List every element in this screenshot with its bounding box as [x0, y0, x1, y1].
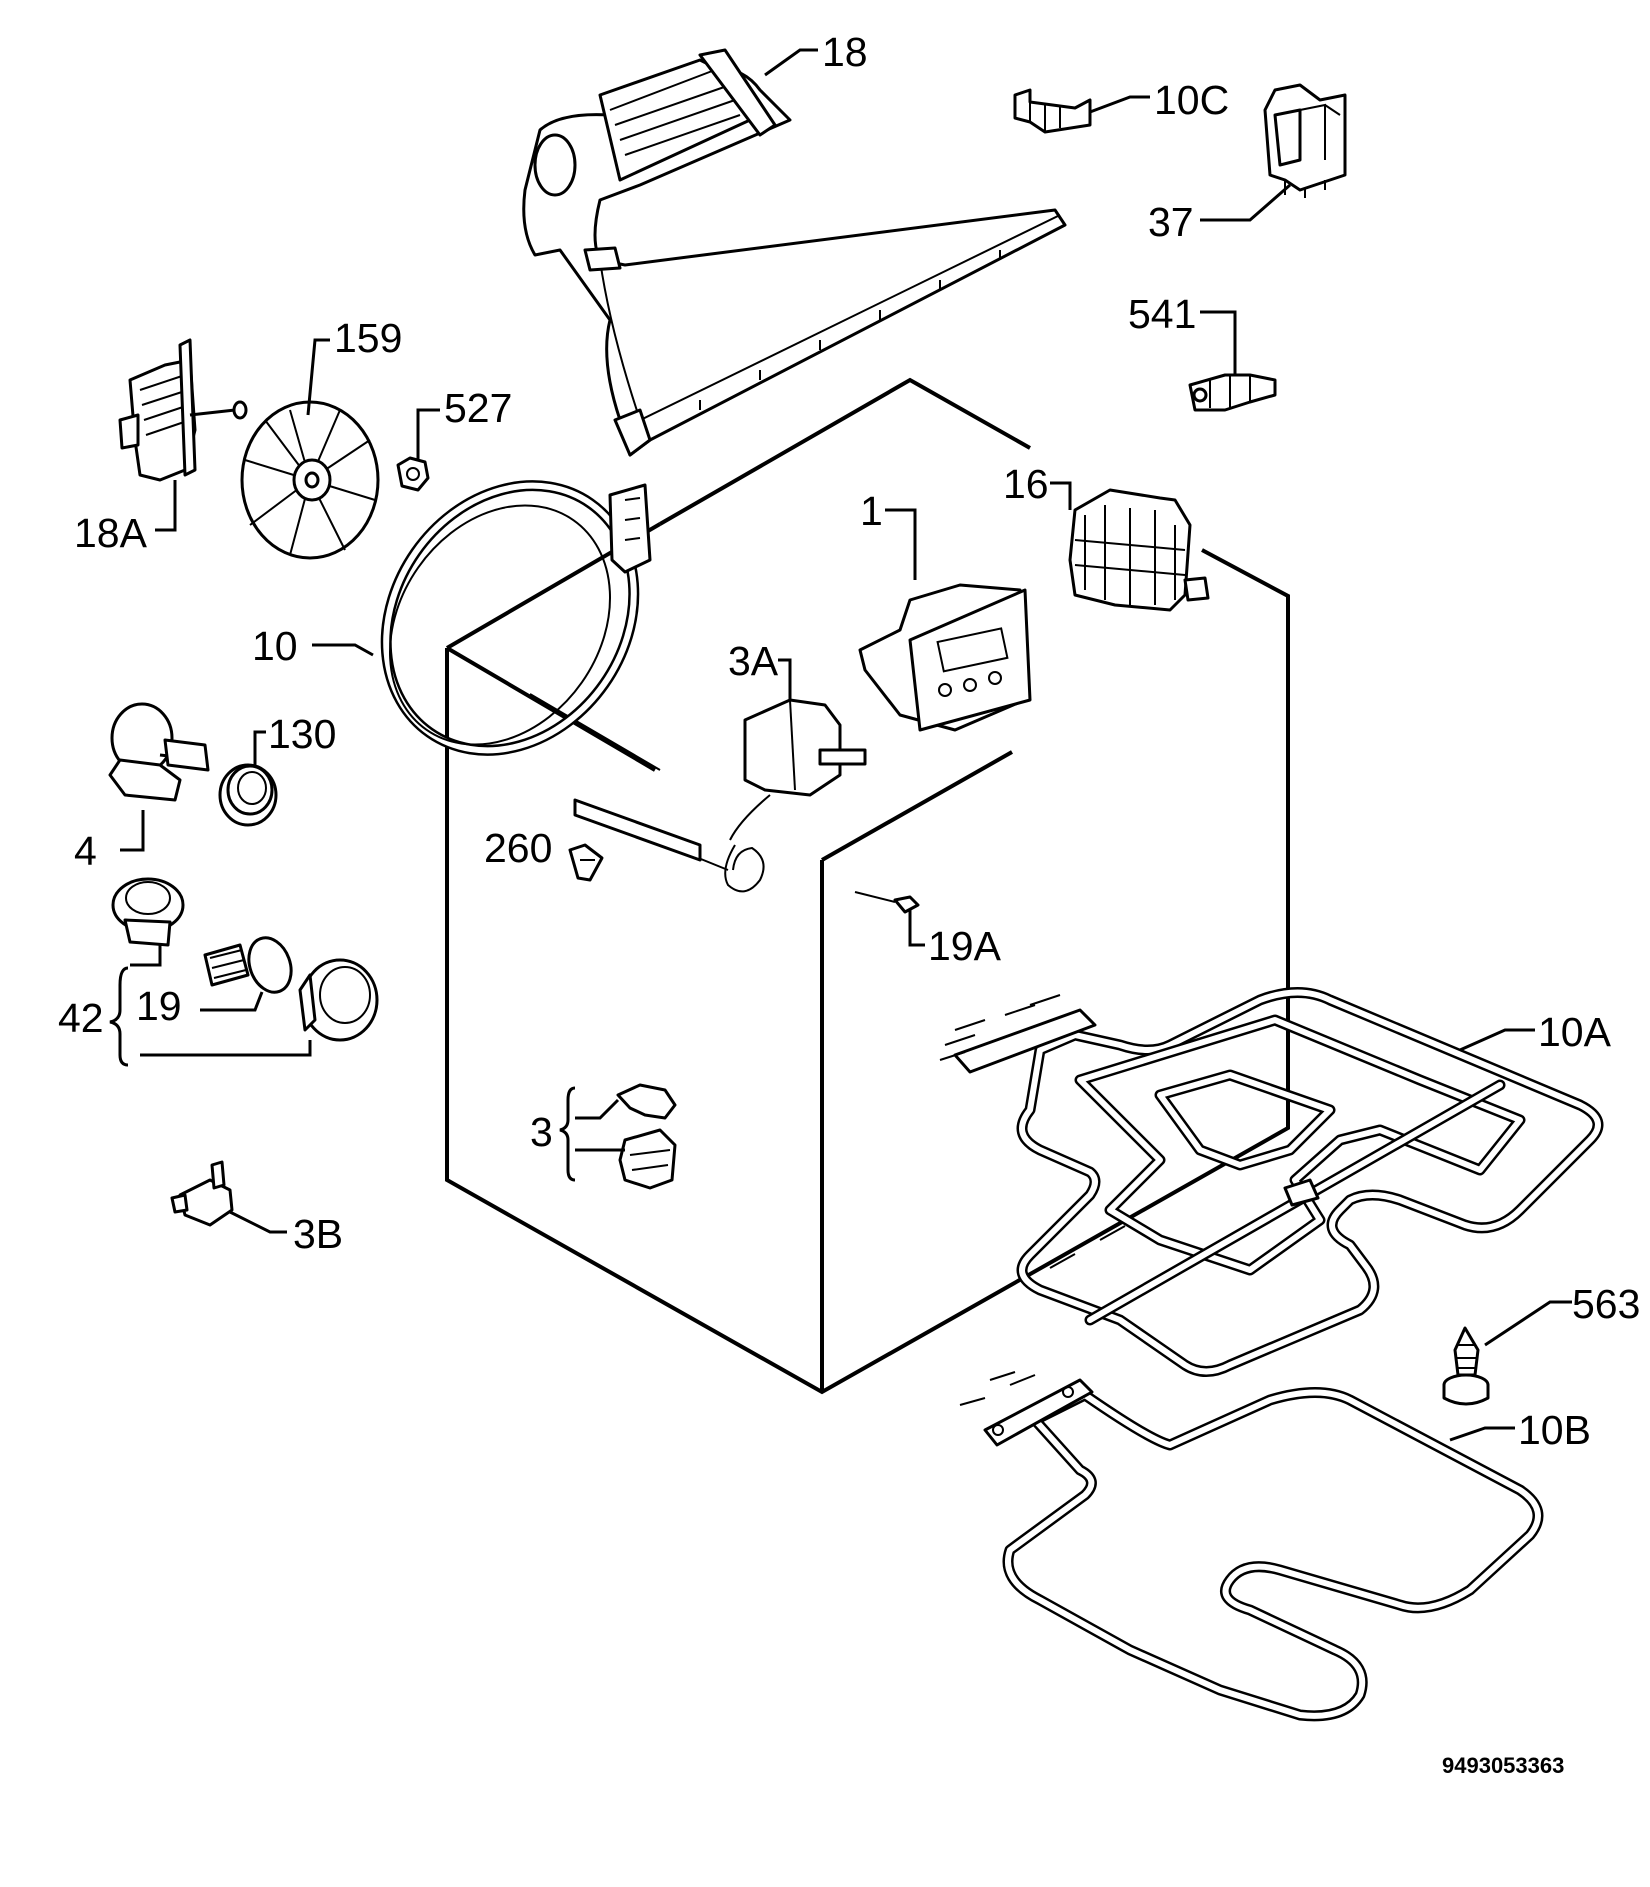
leader-16: [1050, 481, 1072, 510]
label-159: 159: [334, 315, 402, 361]
leader-10a: [1459, 1028, 1535, 1052]
cooling-duct-part-18: [522, 48, 1067, 457]
lamp-wire-part-19a: [854, 891, 920, 914]
leader-19a: [908, 910, 925, 947]
brace-3: [559, 1086, 576, 1182]
leader-10b: [1449, 1426, 1515, 1442]
leader-3b: [229, 1210, 287, 1234]
connector-part-3b: [170, 1160, 234, 1227]
label-3a: 3A: [728, 638, 779, 684]
grill-element-part-10a: [939, 987, 1604, 1377]
circular-element-part-10: [380, 480, 652, 756]
bracket-part-10c: [1013, 88, 1092, 134]
seal-part-130: [218, 763, 278, 827]
thermostat-part-3a: [573, 698, 867, 893]
motor-part-4: [108, 702, 210, 802]
leader-19: [200, 991, 264, 1012]
leader-527: [416, 408, 440, 460]
leader-10c: [1089, 95, 1150, 114]
fan-impeller-part-159: [240, 400, 380, 560]
lamp-bulb-part-19: [203, 936, 293, 994]
label-18a: 18A: [74, 510, 148, 556]
leader-10: [312, 643, 374, 657]
label-10a: 10A: [1538, 1009, 1612, 1055]
fan-motor-part-18a: [118, 338, 248, 482]
leader-159: [306, 338, 330, 416]
label-563: 563: [1572, 1281, 1640, 1327]
leader-563: [1484, 1300, 1572, 1347]
safety-thermostat-part-3: [616, 1083, 677, 1190]
leader-37: [1200, 183, 1291, 222]
leader-130: [253, 730, 266, 765]
switch-part-37: [1263, 83, 1347, 198]
label-3b: 3B: [293, 1211, 343, 1257]
label-10: 10: [252, 623, 298, 669]
leader-1: [885, 508, 917, 580]
leader-42-cover: [140, 1040, 312, 1057]
lamp-cover-part-42: [298, 958, 379, 1042]
label-3: 3: [530, 1109, 553, 1155]
label-4: 4: [74, 828, 97, 874]
leader-18: [764, 48, 818, 77]
drawing-code: 9493053363: [1442, 1753, 1564, 1778]
label-16: 16: [1003, 461, 1049, 507]
clip-part-260: [568, 843, 604, 882]
label-18: 18: [822, 29, 868, 75]
leader-4: [120, 810, 145, 852]
nut-part-527: [396, 456, 430, 492]
leader-42-holder: [130, 945, 162, 967]
leader-18a: [155, 480, 177, 532]
label-541: 541: [1128, 291, 1196, 337]
label-42: 42: [58, 995, 104, 1041]
label-1: 1: [860, 488, 883, 534]
label-10b: 10B: [1518, 1407, 1591, 1453]
lamp-holder-part-42: [111, 877, 185, 947]
terminal-part-541: [1188, 373, 1277, 412]
label-37: 37: [1148, 199, 1194, 245]
label-19: 19: [136, 983, 182, 1029]
foot-screw-part-563: [1442, 1326, 1490, 1406]
label-527: 527: [444, 385, 512, 431]
leader-3-top: [575, 1098, 620, 1120]
bottom-element-part-10b: [959, 1371, 1544, 1722]
leader-3a: [778, 658, 792, 700]
electronic-timer-part-1: [858, 583, 1032, 732]
brace-42: [109, 966, 129, 1067]
label-19a: 19A: [928, 923, 1002, 969]
label-130: 130: [268, 711, 336, 757]
leader-541: [1200, 310, 1237, 375]
label-260: 260: [484, 825, 552, 871]
selector-switch-part-16: [1068, 488, 1210, 612]
oven-cavity-box: [445, 377, 1290, 1395]
label-10c: 10C: [1154, 77, 1229, 123]
